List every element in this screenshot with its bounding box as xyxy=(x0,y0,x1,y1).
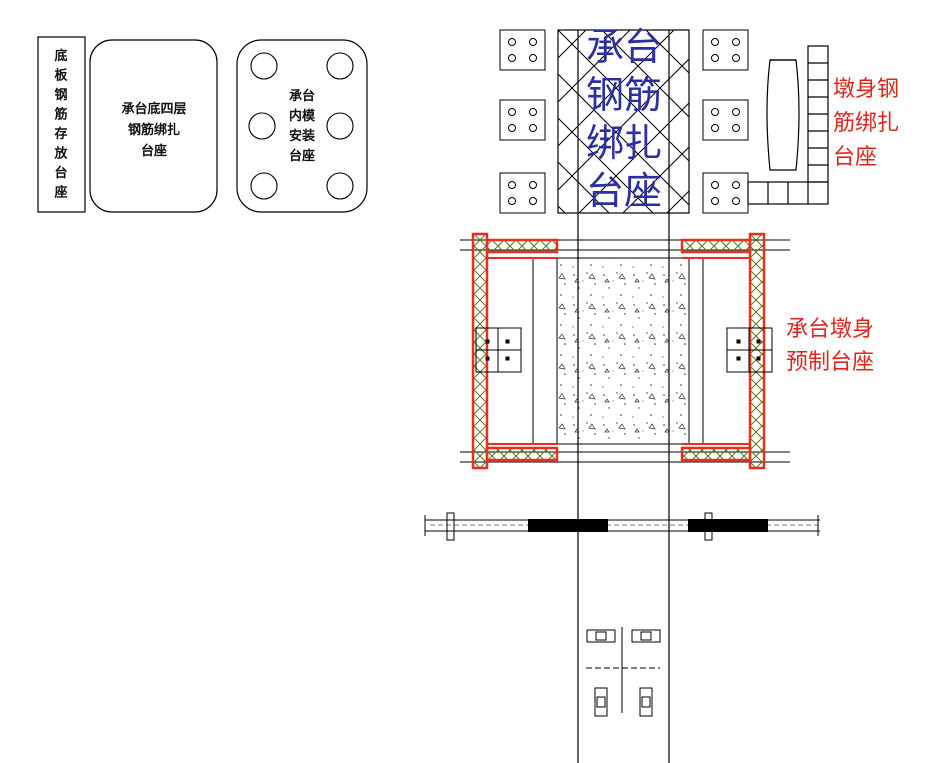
gantry-rail xyxy=(424,512,820,541)
inner-formwork-label-line-4: 台座 xyxy=(289,148,315,164)
pier-rebar-pedestal xyxy=(747,45,829,205)
inner-formwork-label-line-3: 安装 xyxy=(289,128,315,144)
bottom-rebar-storage-label-line-6: 放 xyxy=(53,146,68,162)
cap-rebar-label-line-2: 钢筋 xyxy=(586,73,662,117)
pier-rebar-label-line-3: 台座 xyxy=(833,145,877,170)
four-layer-rebar-label-line-1: 承台底四层 xyxy=(121,101,186,117)
cap-rebar-label-line-1: 承台 xyxy=(586,25,662,69)
cap-rebar-label-line-4: 台座 xyxy=(586,169,662,213)
cap-rebar-label-line-3: 绑扎 xyxy=(586,121,662,165)
precast-pedestal-label-line-2: 预制台座 xyxy=(786,350,874,375)
bottom-rebar-storage-label-line-3: 钢 xyxy=(54,87,67,103)
pier-rebar-label-line-1: 墩身钢 xyxy=(833,77,899,102)
bottom-rebar-storage-label-line-8: 座 xyxy=(53,185,67,201)
four-layer-rebar-label-line-2: 钢筋绑扎 xyxy=(128,122,180,138)
bottom-rebar-storage-label-line-5: 存 xyxy=(54,126,67,142)
anchor-blocks xyxy=(499,29,749,214)
cap-pier-precast-pedestal xyxy=(460,232,790,470)
inner-formwork-label-line-1: 承台 xyxy=(289,88,315,104)
pier-rebar-label-line-2: 筋绑扎 xyxy=(833,111,899,136)
bottom-rebar-storage-label-line-2: 板 xyxy=(54,68,68,84)
inner-formwork-label-line-2: 内模 xyxy=(289,108,316,124)
precast-pedestal-label-line-1: 承台墩身 xyxy=(786,317,874,342)
bottom-rebar-storage-label-line-7: 台 xyxy=(54,165,67,181)
bearing-symbols xyxy=(586,627,661,717)
bottom-rebar-storage-label-line-4: 筋 xyxy=(53,107,67,123)
bottom-rebar-storage-label-line-1: 底 xyxy=(54,48,67,64)
four-layer-rebar-label-line-3: 台座 xyxy=(141,143,167,159)
